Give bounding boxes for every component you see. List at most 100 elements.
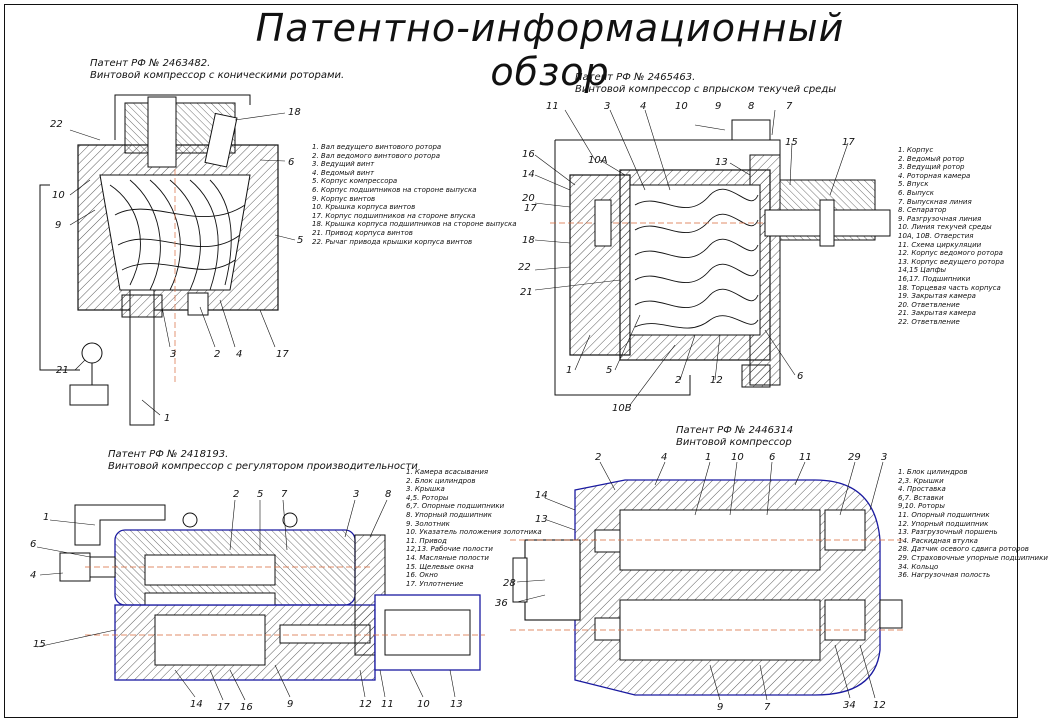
p1-legend-item: 6. Корпус подшипников на стороне выпуска [312, 185, 477, 194]
p3-label-16: 16 [240, 702, 253, 713]
p4-label-28: 28 [503, 578, 516, 589]
p3-label-3: 3 [353, 489, 359, 500]
p4-legend-item: 28. Датчик осевого сдвига роторов [898, 545, 1029, 554]
p3-legend-item: 3. Крышка [406, 485, 445, 494]
p3-label-13: 13 [450, 699, 463, 710]
p3-suction-chamber [74, 504, 166, 546]
p3-legend-item: 15. Щелевые окна [406, 562, 474, 571]
p3-label-17: 17 [217, 702, 230, 713]
p3-label-1: 1 [43, 512, 49, 523]
p1-legend-item: 4. Ведомый винт [312, 168, 375, 177]
p2-label-17b: 17 [842, 137, 855, 148]
p1-label-6: 6 [288, 157, 294, 168]
p4-label-36: 36 [495, 598, 508, 609]
p4-label-14: 14 [535, 490, 548, 501]
p1-legend-item: 22. Рычаг привода крышки корпуса винтов [312, 237, 473, 246]
p2-patent: Патент РФ № 2465463. [575, 72, 696, 83]
p2-legend-item: 10А, 10В. Отверстия [898, 231, 974, 240]
p2-legend-item: 21. Закрытая камера [898, 309, 976, 318]
p4-legend-item: 4. Проставка [898, 485, 946, 494]
p2-separator [731, 119, 771, 141]
p2-label-17: 17 [524, 203, 537, 214]
p3-label-10: 10 [417, 699, 430, 710]
p1-label-1: 1 [164, 413, 170, 424]
p1-label-4: 4 [236, 349, 242, 360]
p4-label-7: 7 [764, 702, 771, 713]
p2-legend-item: 8. Сепаратор [898, 206, 947, 215]
p2-legend-item: 6. Выпуск [898, 188, 935, 197]
p2-label-9: 9 [715, 101, 721, 112]
p2-circuit-line [554, 140, 691, 396]
p4-drawing: 2 4 1 10 6 11 29 3 14 13 28 36 9 7 34 12 [495, 452, 903, 713]
p2-label-14: 14 [522, 169, 535, 180]
p2-label-21: 21 [520, 287, 533, 298]
p3-label-8: 8 [385, 489, 391, 500]
p1-desc: Винтовой компрессор с коническими ротора… [90, 70, 345, 81]
p2-label-2: 2 [675, 375, 681, 386]
p3-legend-item: 1. Камера всасывания [406, 468, 489, 476]
p4-label-29: 29 [848, 452, 861, 463]
p2-legend-item: 4. Роторная камера [898, 171, 971, 180]
p4-legend-item: 29. Страховочные упорные подшипники [898, 553, 1048, 562]
p1-label-5: 5 [297, 235, 303, 246]
p3-legend-item: 12,13. Рабочие полости [406, 545, 493, 554]
p2-label-4: 4 [640, 101, 646, 112]
p4-end-cap [524, 539, 581, 621]
p2-label-10: 10 [675, 101, 688, 112]
p2-legend-item: 5. Впуск [898, 180, 929, 189]
p4-label-3: 3 [881, 452, 887, 463]
p1-legend-item: 9. Корпус винтов [312, 194, 376, 203]
p3-drawing: 1 2 5 7 3 8 6 4 15 14 17 16 9 12 11 10 1… [30, 489, 485, 713]
p1-label-17: 17 [276, 349, 289, 360]
p1-drive-box [69, 384, 109, 406]
p3-label-11: 11 [381, 699, 394, 710]
p3-label-14: 14 [190, 699, 203, 710]
p3-spool [154, 614, 266, 666]
p4-legend-item: 11. Опорный подшипник [898, 510, 990, 519]
p2-label-16: 16 [522, 149, 535, 160]
p2-label-15: 15 [785, 137, 798, 148]
p3-legend-item: 10. Указатель положения золотника [406, 528, 542, 537]
p1-label-21: 21 [56, 365, 69, 376]
p1-rotors [109, 115, 246, 385]
p3-rotors [144, 554, 276, 586]
p1-legend-item: 5. Корпус компрессора [312, 177, 398, 186]
p4-legend-item: 6,7. Вставки [898, 493, 944, 502]
p2-label-8: 8 [748, 101, 754, 112]
p2-legend-item: 18. Торцевая часть корпуса [898, 283, 1001, 292]
p1-legend-item: 10. Крышка корпуса винтов [312, 203, 416, 212]
p3-legend-item: 11. Привод [406, 536, 447, 545]
p4-label-11: 11 [799, 452, 812, 463]
p1-label-3: 3 [170, 349, 176, 360]
p4-legend-item: 12. Упорный подшипник [898, 519, 989, 528]
p2-rotor-chamber [629, 184, 761, 336]
p2-legend-item: 20. Ответвление [898, 300, 960, 309]
p3-legend-item: 2. Блок цилиндров [406, 476, 476, 485]
p4-label-6: 6 [769, 452, 775, 463]
p3-legend-item: 6,7. Опорные подшипники [406, 502, 505, 511]
p3-label-4: 4 [30, 570, 36, 581]
p3-legend-item: 14. Масляные полости [406, 553, 489, 562]
p1-control-line [114, 94, 251, 140]
p2-legend-item: 3. Ведущий ротор [898, 163, 965, 172]
p2-label-12: 12 [710, 375, 723, 386]
p4-label-34: 34 [843, 700, 856, 711]
p2-legend-item: 16,17. Подшипники [898, 274, 971, 283]
p2-legend-item: 13. Корпус ведущего ротора [898, 257, 1005, 266]
p4-label-10: 10 [731, 452, 744, 463]
p2-label-18: 18 [522, 235, 535, 246]
p2-drawing: 11 3 4 10 9 8 7 16 10А 13 15 17 14 20 17… [518, 101, 891, 414]
p4-legend-item: 36. Нагрузочная полость [898, 571, 991, 580]
p1-label-18: 18 [288, 107, 301, 118]
p2-label-1: 1 [566, 365, 572, 376]
p3-label-6: 6 [30, 539, 36, 550]
p1-label-22: 22 [50, 119, 63, 130]
p2-label-7: 7 [786, 101, 793, 112]
p3-label-12: 12 [359, 699, 372, 710]
p2-legend-item: 14,15 Цапфы [898, 266, 947, 275]
p3-legend-item: 17. Уплотнение [406, 579, 464, 588]
p2-legend-item: 11. Схема циркуляции [898, 240, 982, 249]
p1-legend-item: 1. Вал ведущего винтового ротора [312, 143, 442, 151]
p4-drive-shaft [879, 599, 903, 629]
